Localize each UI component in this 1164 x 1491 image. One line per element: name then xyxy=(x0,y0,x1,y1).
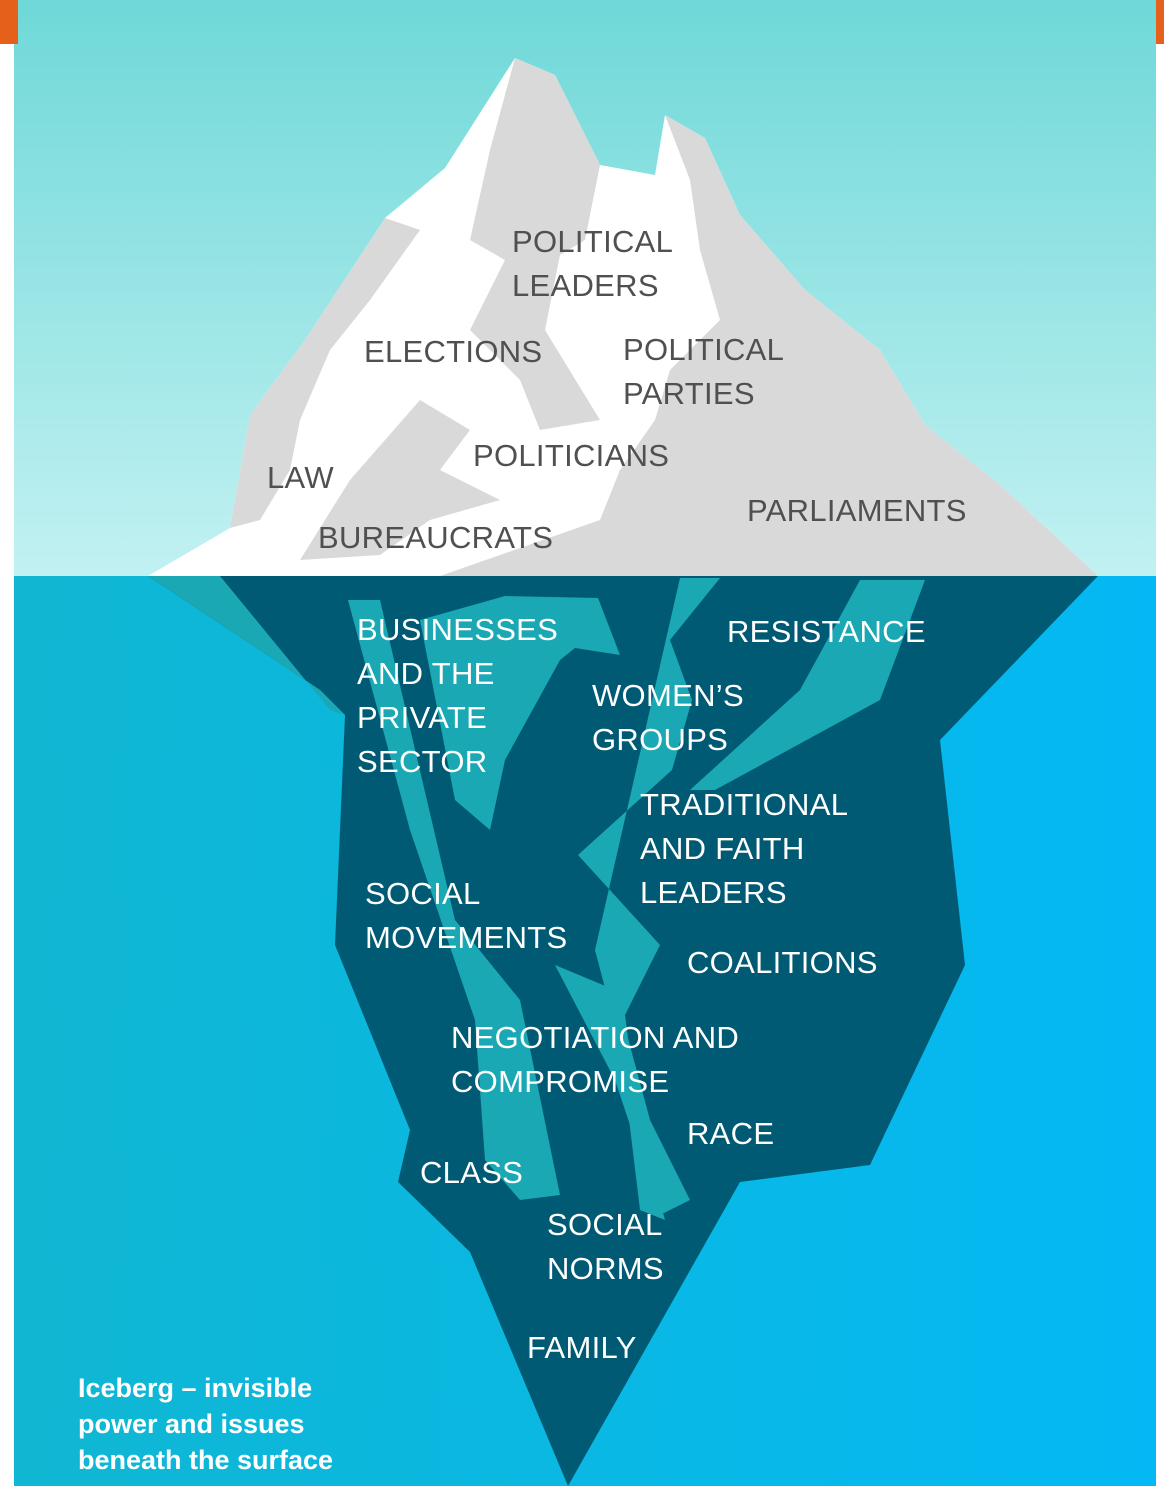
ice-shadow xyxy=(440,115,1098,576)
label-race: RACE xyxy=(687,1116,775,1151)
ice-streak xyxy=(148,576,345,715)
label-political-leaders: POLITICAL LEADERS xyxy=(512,224,674,303)
ice-shadow xyxy=(230,218,420,528)
label-social-norms: SOCIAL NORMS xyxy=(547,1207,664,1286)
caption: Iceberg – invisible power and issues ben… xyxy=(78,1373,334,1475)
label-womens-groups: WOMEN’S GROUPS xyxy=(592,678,744,757)
label-businesses: BUSINESSES AND THE PRIVATE SECTOR xyxy=(357,612,559,779)
label-traditional-faith-leaders: TRADITIONAL AND FAITH LEADERS xyxy=(640,787,849,910)
label-coalitions: COALITIONS xyxy=(687,945,878,980)
label-negotiation-compromise: NEGOTIATION AND COMPROMISE xyxy=(451,1020,740,1099)
label-political-parties: POLITICAL PARTIES xyxy=(623,332,785,411)
label-class: CLASS xyxy=(420,1155,524,1190)
ice-streak xyxy=(420,596,620,830)
label-bureaucrats: BUREAUCRATS xyxy=(318,520,554,555)
label-politicians: POLITICIANS xyxy=(473,438,670,473)
label-elections: ELECTIONS xyxy=(364,334,543,369)
accent-bar xyxy=(1156,0,1164,44)
ice-shadow xyxy=(300,400,500,560)
label-resistance: RESISTANCE xyxy=(727,614,926,649)
ice-streak xyxy=(348,600,560,1200)
ice-streak xyxy=(555,965,690,1215)
ice-streak xyxy=(690,580,925,790)
label-parliaments: PARLIAMENTS xyxy=(747,493,967,528)
ice-shadow xyxy=(470,58,600,430)
label-law: LAW xyxy=(267,460,334,495)
label-family: FAMILY xyxy=(527,1330,637,1365)
accent-bar xyxy=(0,0,18,44)
label-social-movements: SOCIAL MOVEMENTS xyxy=(365,876,568,955)
